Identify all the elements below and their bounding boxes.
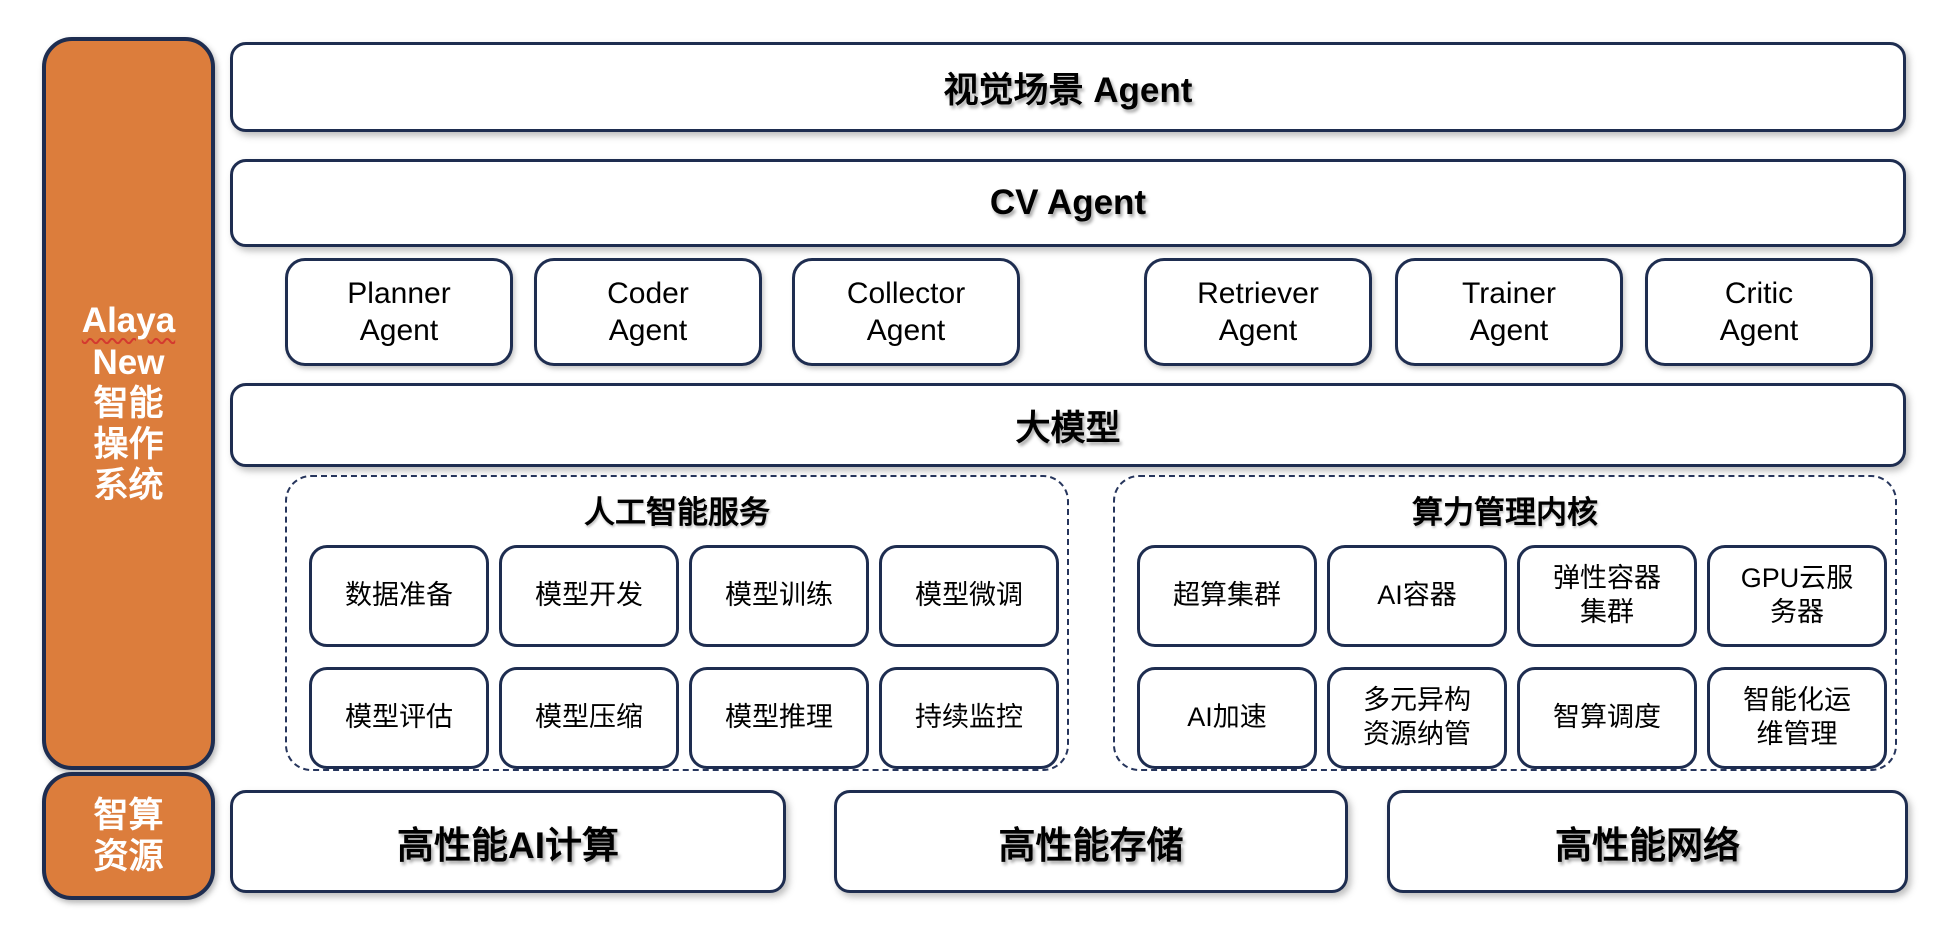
kernel-box-hpc-cluster: 超算集群 bbox=[1137, 545, 1317, 647]
os-sidebar: Alaya New 智能 操作 系统 bbox=[42, 37, 215, 770]
infra-bar-storage: 高性能存储 bbox=[834, 790, 1348, 893]
os-sidebar-line-caozuo: 操作 bbox=[93, 425, 164, 465]
os-sidebar-line-alaya: Alaya bbox=[81, 301, 176, 341]
agent-box-planner: Planner Agent bbox=[285, 258, 513, 366]
service-box-model-train: 模型训练 bbox=[689, 545, 869, 647]
vision-scene-agent-layer: 视觉场景 Agent bbox=[230, 42, 1906, 132]
kernel-box-scheduling: 智算调度 bbox=[1517, 667, 1697, 769]
kernel-box-elastic-cluster: 弹性容器 集群 bbox=[1517, 545, 1697, 647]
os-sidebar-line-zhineng: 智能 bbox=[93, 383, 164, 423]
compute-kernel-title: 算力管理内核 bbox=[1412, 495, 1598, 530]
service-box-model-infer: 模型推理 bbox=[689, 667, 869, 769]
service-box-monitor: 持续监控 bbox=[879, 667, 1059, 769]
cv-agent-layer: CV Agent bbox=[230, 159, 1906, 247]
service-box-model-compress: 模型压缩 bbox=[499, 667, 679, 769]
llm-layer: 大模型 bbox=[230, 383, 1906, 467]
os-sidebar-line-xitong: 系统 bbox=[93, 466, 164, 506]
kernel-box-hetero-resource: 多元异构 资源纳管 bbox=[1327, 667, 1507, 769]
kernel-box-ai-accel: AI加速 bbox=[1137, 667, 1317, 769]
service-box-data-prep: 数据准备 bbox=[309, 545, 489, 647]
agent-box-critic: Critic Agent bbox=[1645, 258, 1873, 366]
agent-box-trainer: Trainer Agent bbox=[1395, 258, 1623, 366]
ai-services-title: 人工智能服务 bbox=[584, 495, 770, 530]
kernel-box-gpu-cloud: GPU云服 务器 bbox=[1707, 545, 1887, 647]
kernel-box-ops-mgmt: 智能化运 维管理 bbox=[1707, 667, 1887, 769]
compute-kernel-section: 算力管理内核 超算集群 AI容器 弹性容器 集群 GPU云服 务器 AI加速 多… bbox=[1113, 475, 1897, 771]
kernel-box-ai-container: AI容器 bbox=[1327, 545, 1507, 647]
infra-bar-ai-compute: 高性能AI计算 bbox=[230, 790, 786, 893]
os-sidebar-line-new: New bbox=[92, 342, 165, 382]
compute-resource-sidebar: 智算 资源 bbox=[42, 772, 215, 900]
agent-box-retriever: Retriever Agent bbox=[1144, 258, 1372, 366]
infra-bar-network: 高性能网络 bbox=[1387, 790, 1908, 893]
ai-services-section: 人工智能服务 数据准备 模型开发 模型训练 模型微调 模型评估 模型压缩 模型推… bbox=[285, 475, 1069, 771]
service-box-model-dev: 模型开发 bbox=[499, 545, 679, 647]
service-box-model-finetune: 模型微调 bbox=[879, 545, 1059, 647]
agent-box-collector: Collector Agent bbox=[792, 258, 1020, 366]
agent-box-coder: Coder Agent bbox=[534, 258, 762, 366]
service-box-model-eval: 模型评估 bbox=[309, 667, 489, 769]
